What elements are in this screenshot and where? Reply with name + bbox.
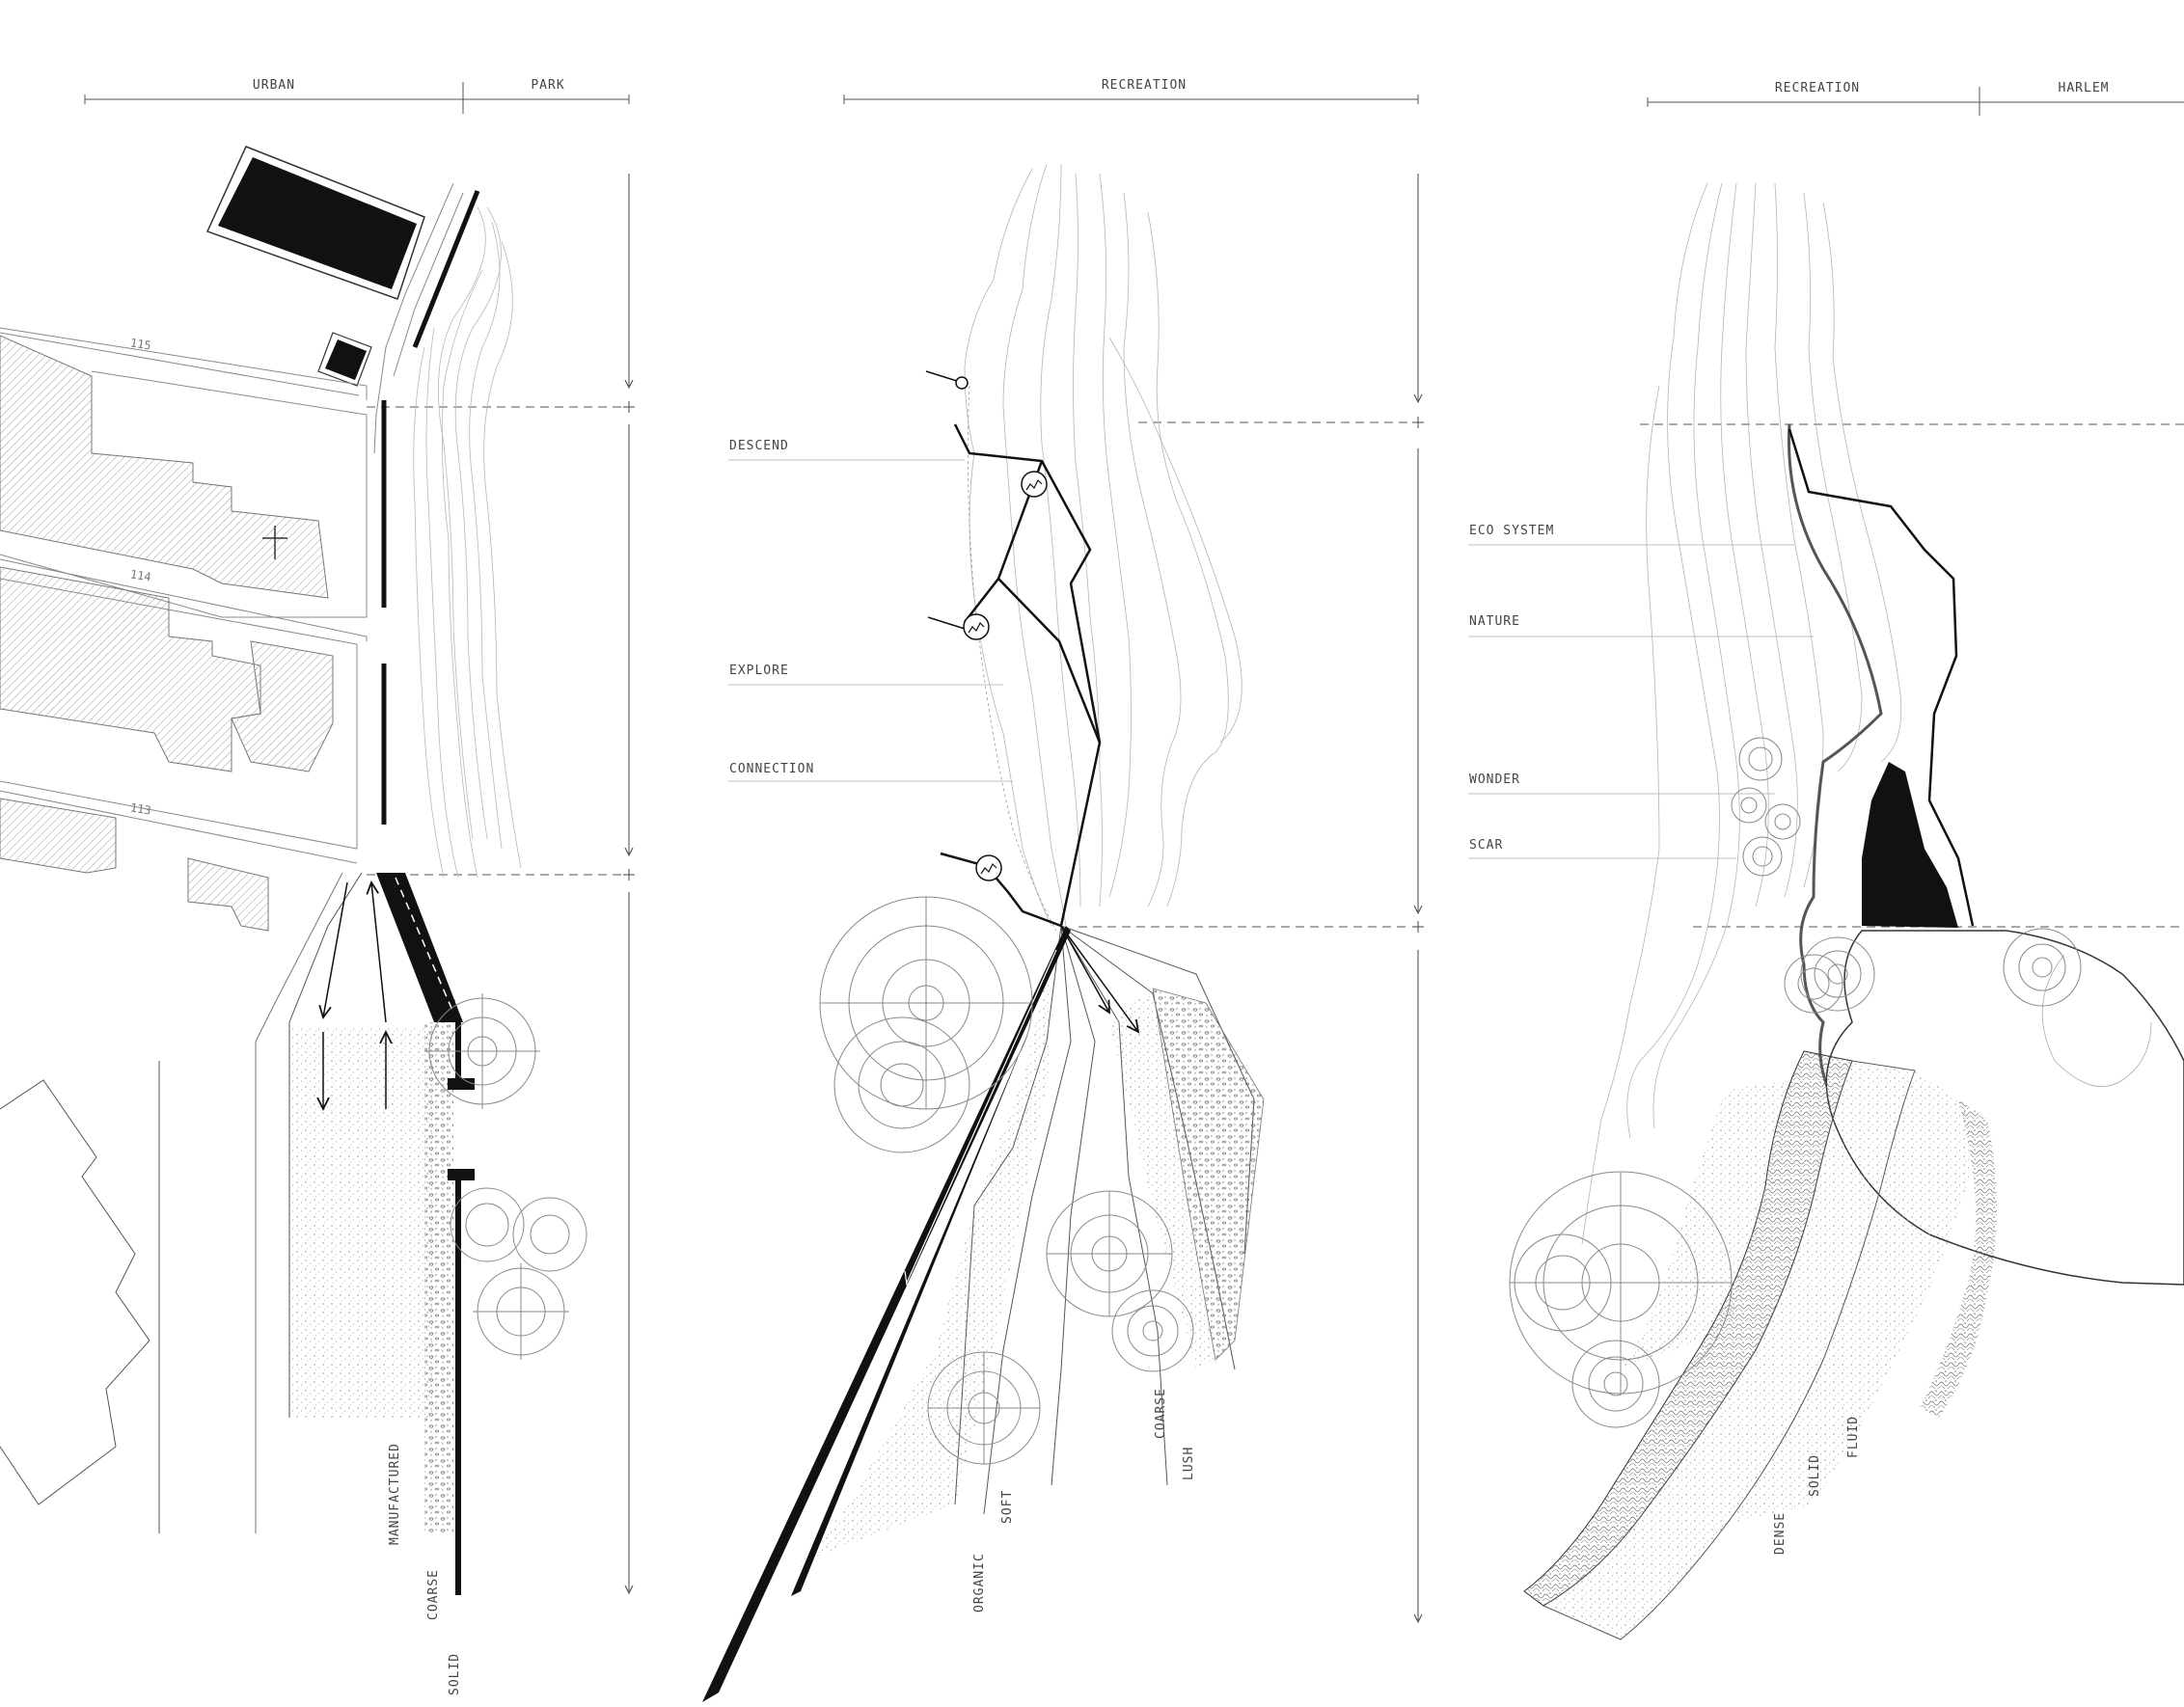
header-park: PARK <box>531 78 565 93</box>
tree-circles-panel-1 <box>424 993 587 1360</box>
panel-3-recreation-harlem <box>1468 182 2184 1640</box>
dashed-outline-panel-2 <box>967 385 1057 932</box>
label-organic: ORGANIC <box>972 1553 987 1612</box>
stair-nodes <box>955 376 1048 881</box>
dark-contour-band <box>1787 423 1883 1100</box>
contours-panel-2 <box>964 163 1242 927</box>
stair-zigzags <box>968 478 1043 875</box>
zone-fills-panel-2 <box>801 955 1265 1562</box>
stair-icon <box>975 854 1002 881</box>
leader-lines-panel-2 <box>728 459 1013 782</box>
contours-panel-3 <box>1581 182 1902 1245</box>
leader-lines-panel-3 <box>1468 544 1814 859</box>
label-soft: SOFT <box>1000 1489 1015 1524</box>
label-wonder: WONDER <box>1469 772 1520 787</box>
tree-circles-panel-3 <box>1509 737 2082 1428</box>
header-rules <box>84 82 2184 116</box>
ramp-arrow <box>904 949 1057 1287</box>
panel-1-urban-park <box>0 146 587 1595</box>
scar-path <box>1788 428 1975 927</box>
ramp-wedge <box>702 926 1071 1702</box>
label-nature: NATURE <box>1469 614 1520 629</box>
label-coarse: COARSE <box>426 1569 441 1620</box>
building-block-north <box>205 146 425 387</box>
label-manufactured: MANUFACTURED <box>388 1443 402 1545</box>
label-dense: DENSE <box>1773 1511 1788 1555</box>
street-grid <box>0 182 464 864</box>
entry-lines <box>925 370 966 630</box>
label-eco-system: ECO SYSTEM <box>1469 524 1555 538</box>
dashed-section-lines <box>367 406 2184 928</box>
header-recreation-2: RECREATION <box>1774 81 1861 95</box>
label-connection: CONNECTION <box>729 762 815 776</box>
lower-park-paths <box>255 872 475 1595</box>
label-explore: EXPLORE <box>729 664 789 678</box>
ramp-wedge-wide <box>791 1022 1032 1596</box>
label-descend: DESCEND <box>729 439 789 453</box>
header-recreation: RECREATION <box>1101 78 1188 93</box>
label-coarse-2: COARSE <box>1154 1388 1168 1439</box>
header-harlem: HARLEM <box>2058 81 2110 95</box>
park-contours <box>413 206 522 879</box>
flow-arrows <box>323 877 453 1109</box>
river-bands <box>1523 1050 1997 1640</box>
label-solid: SOLID <box>448 1652 462 1695</box>
panel-2-recreation <box>702 163 1265 1702</box>
church <box>262 526 287 559</box>
park-edge-path <box>381 190 480 825</box>
scar-black-mass <box>1862 762 1958 928</box>
city-blocks-hatched <box>0 335 334 932</box>
building-outline-south <box>0 1061 160 1533</box>
header-urban: URBAN <box>252 78 296 93</box>
section-markers <box>623 174 1424 1624</box>
stair-icon <box>1021 471 1048 498</box>
tree-circles-panel-2 <box>819 896 1194 1465</box>
label-lush: LUSH <box>1182 1446 1196 1480</box>
label-fluid: FLUID <box>1846 1415 1861 1458</box>
outflow-arrows <box>1060 925 1138 1032</box>
descend-explore-path <box>940 423 1102 928</box>
label-solid-2: SOLID <box>1808 1453 1822 1497</box>
label-scar: SCAR <box>1469 838 1504 853</box>
stair-icon <box>963 613 990 640</box>
